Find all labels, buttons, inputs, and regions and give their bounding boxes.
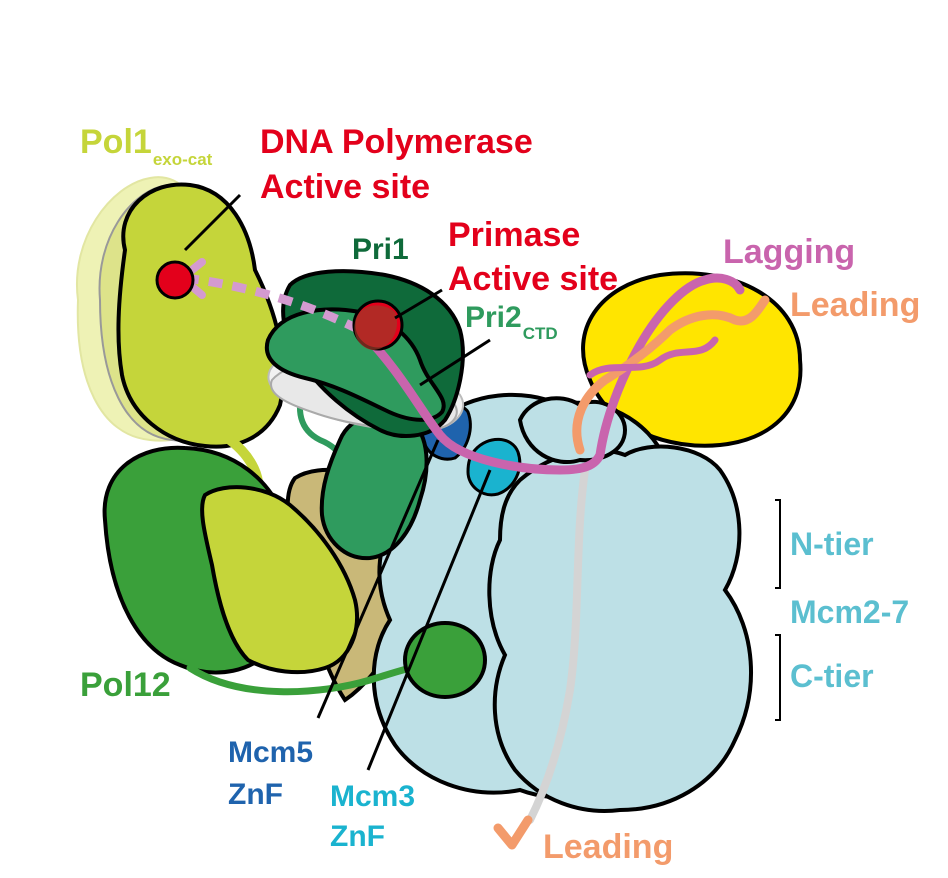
leader-lines <box>183 193 492 771</box>
mcm5-label-1: Mcm5 <box>228 736 314 769</box>
c-tier-bracket <box>775 634 781 721</box>
pri2-label-main: Pri2 <box>465 301 522 334</box>
pol1-label: Pol1exo-cat <box>80 123 212 168</box>
pol12-label: Pol12 <box>80 666 171 704</box>
mcm5-label-2: ZnF <box>228 778 283 811</box>
n-tier-bracket <box>775 499 781 589</box>
primase-label-2: Active site <box>448 260 619 298</box>
c-tier-label: C-tier <box>790 658 874 694</box>
mcm3-label-2: ZnF <box>330 820 385 853</box>
dna-polymerase-active-site <box>155 260 195 300</box>
pol1-exo-cat <box>116 182 286 449</box>
leading-strand-grey <box>526 466 589 824</box>
pri1-label: Pri1 <box>352 233 409 266</box>
helix-twist <box>586 336 719 379</box>
pri2-label: Pri2CTD <box>465 301 558 343</box>
primase-label-1: Primase <box>448 216 581 254</box>
mcm3-znf <box>466 437 522 497</box>
leading-strand <box>572 295 770 455</box>
leader-pri2ctd <box>419 338 491 387</box>
pol1-label-sub: exo-cat <box>152 150 213 169</box>
primase-site-shade <box>354 305 398 350</box>
pol1-label-main: Pol1 <box>80 123 152 161</box>
leader-mcm5 <box>316 439 440 719</box>
leader-primase <box>394 288 443 320</box>
leader-dna-pol <box>183 193 242 252</box>
mcm-front-lobe <box>487 444 753 813</box>
leading-exit-arrow <box>493 815 533 850</box>
leading-bottom-label: Leading <box>543 828 674 866</box>
pol12-ntd <box>403 621 487 699</box>
dna-polymerase-label-1: DNA Polymerase <box>260 123 533 161</box>
n-tier-label: N-tier <box>790 526 874 562</box>
lagging-strand <box>355 273 745 475</box>
pol1-ctd <box>200 485 359 675</box>
pri2-label-sub: CTD <box>522 324 558 343</box>
leading-top-label: Leading <box>790 286 921 324</box>
lagging-label: Lagging <box>723 233 856 271</box>
mcm3-label-1: Mcm3 <box>330 780 416 813</box>
dna-polymerase-label-2: Active site <box>260 168 431 206</box>
leader-mcm3 <box>366 469 492 771</box>
mcm27-label: Mcm2-7 <box>790 594 910 630</box>
